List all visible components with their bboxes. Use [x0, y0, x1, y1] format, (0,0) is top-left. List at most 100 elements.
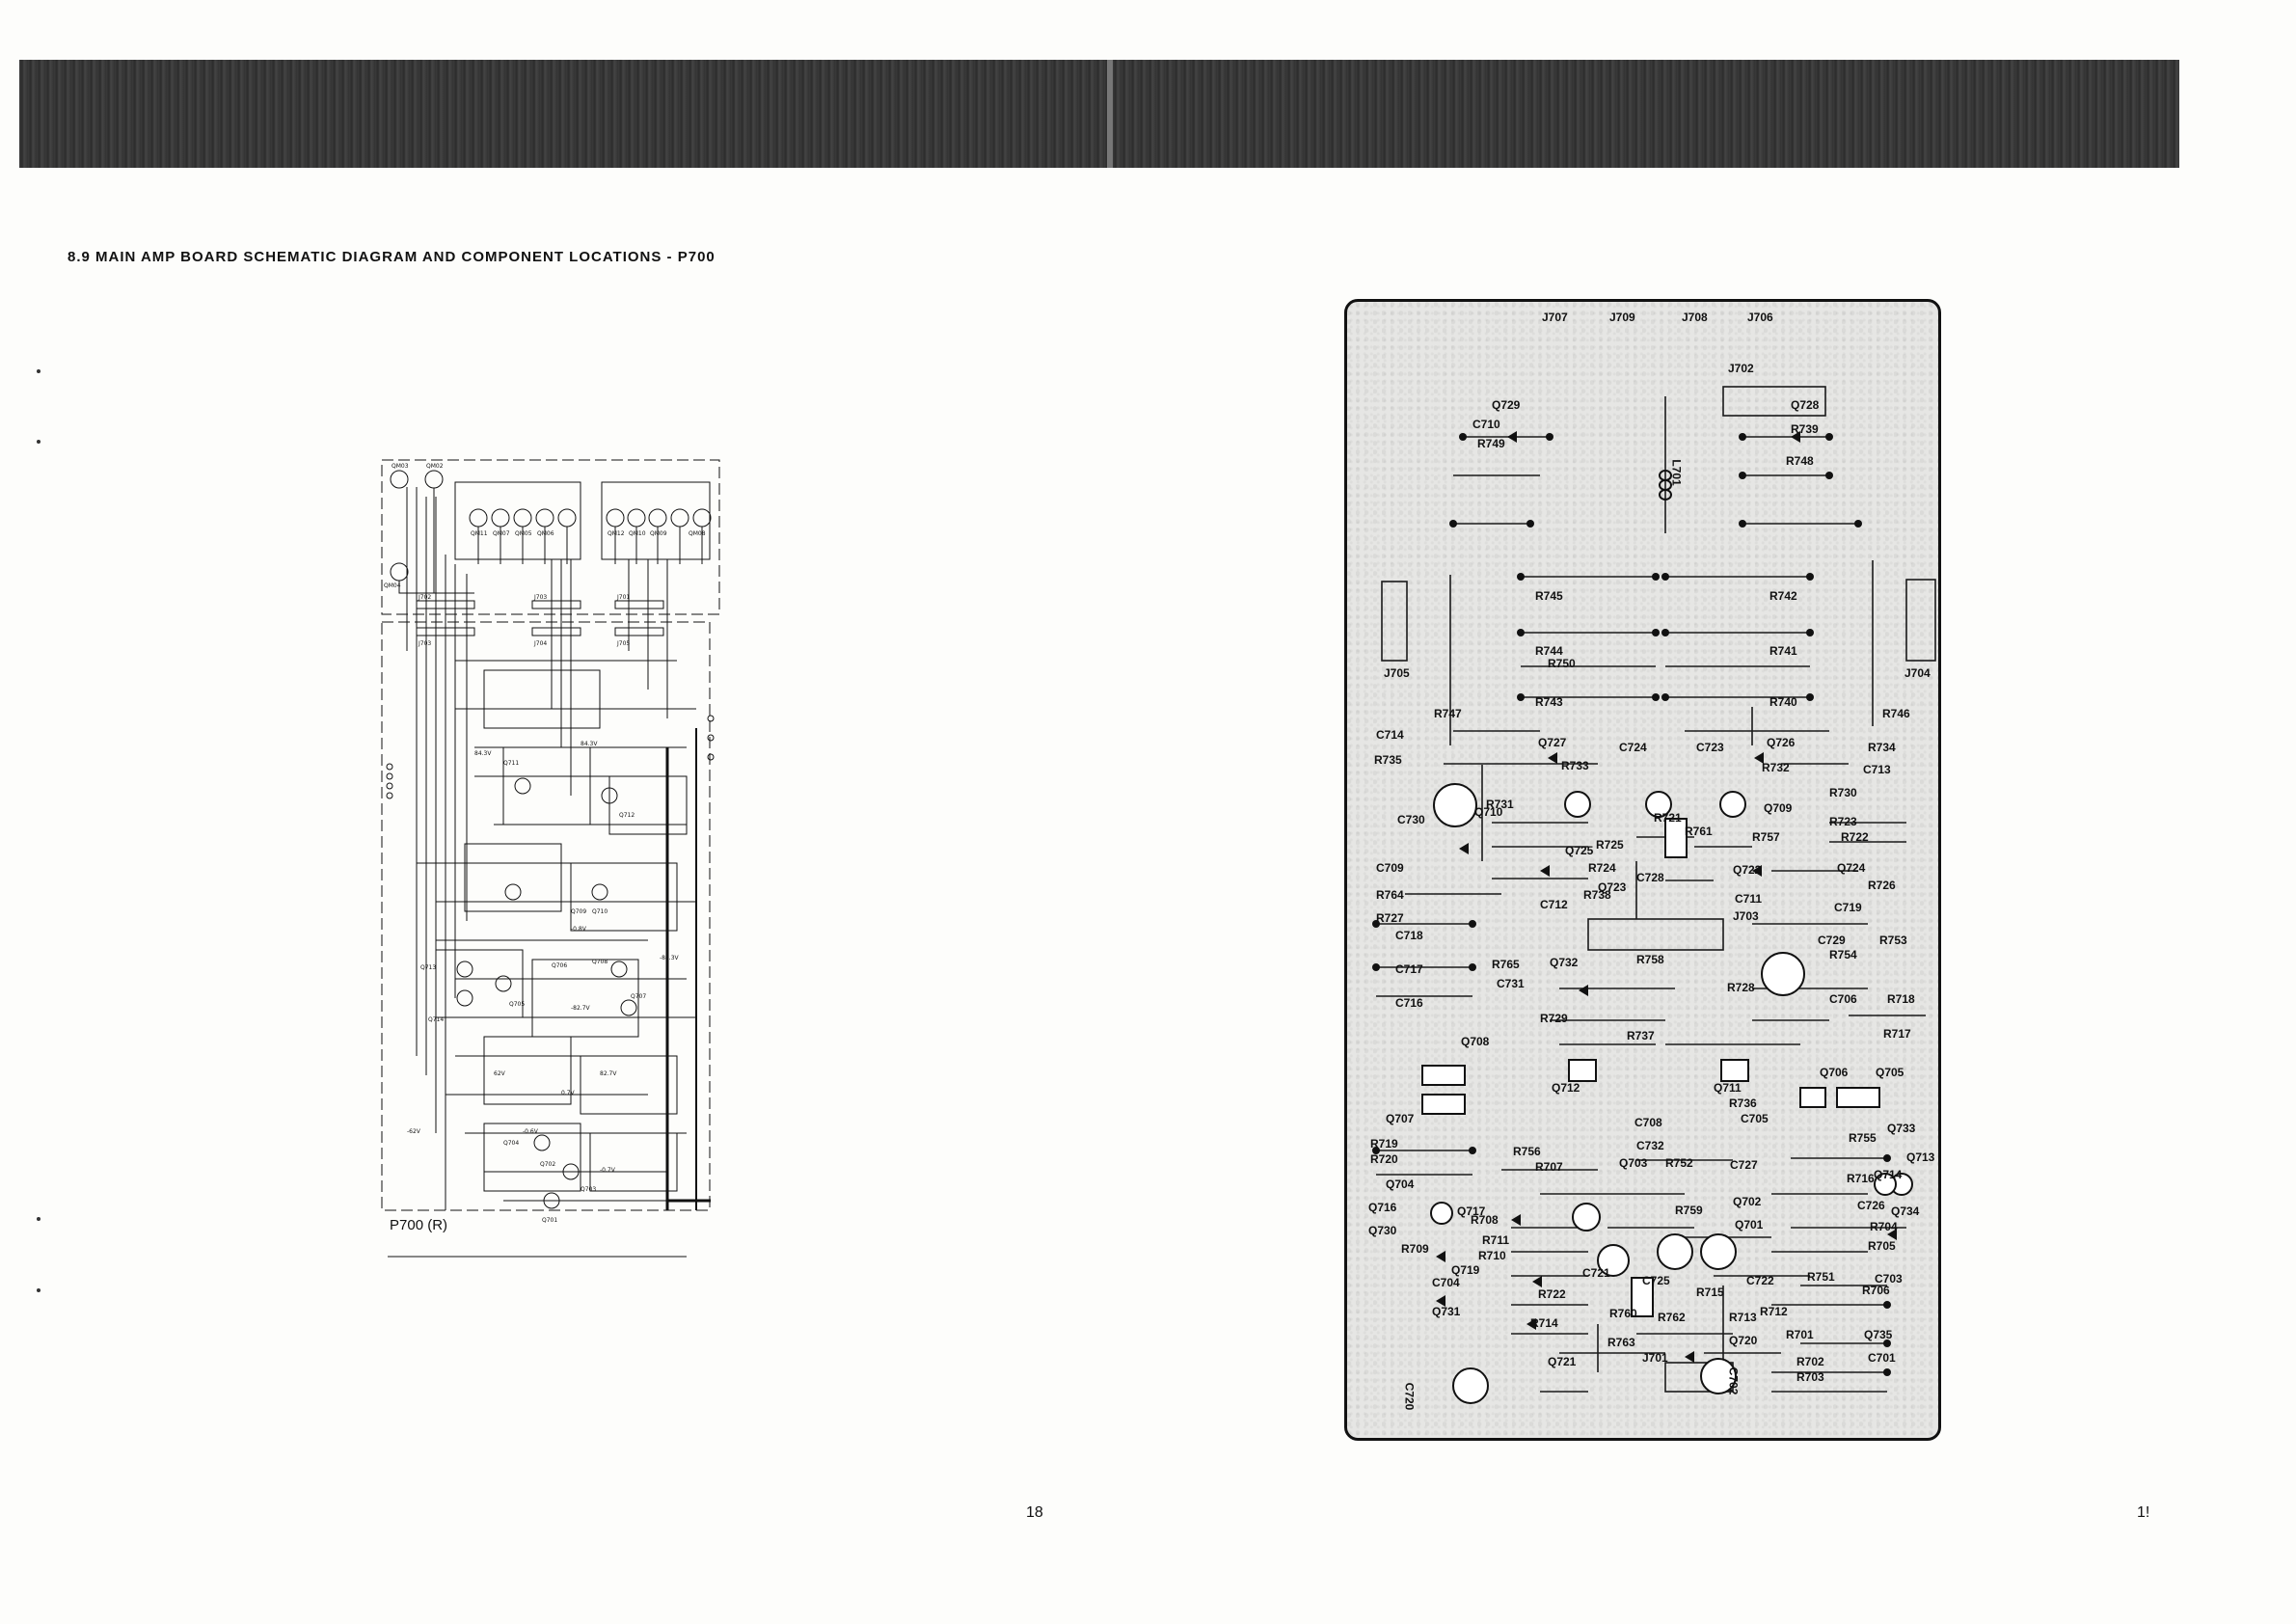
- component-label: Q735: [1864, 1328, 1893, 1341]
- component-label: C703: [1875, 1272, 1903, 1286]
- component-label: R706: [1862, 1284, 1890, 1297]
- component-label: R751: [1807, 1270, 1835, 1284]
- component-label: Q733: [1887, 1122, 1916, 1135]
- schem-label: Q709: [571, 908, 586, 915]
- jack-label: J709: [1609, 311, 1635, 324]
- component-label: R732: [1762, 761, 1790, 774]
- component-label: C729: [1818, 934, 1846, 947]
- schematic-diagram: QM03 QM02 QM04 QM11 QM07 QM05 QM06 QM12 …: [378, 458, 725, 1259]
- component-label: Q705: [1876, 1066, 1904, 1079]
- component-label: Q725: [1565, 844, 1594, 857]
- component-label: Q721: [1548, 1355, 1577, 1368]
- component-label: J703: [1733, 909, 1759, 923]
- schem-label: Q705: [509, 1001, 525, 1008]
- jack-label: J708: [1682, 311, 1708, 324]
- component-label: R748: [1786, 454, 1814, 468]
- component-label: R712: [1760, 1305, 1788, 1318]
- component-label: Q714: [1874, 1168, 1903, 1181]
- component-label: R718: [1887, 992, 1915, 1006]
- component-label: R707: [1535, 1160, 1563, 1174]
- component-label: C725: [1642, 1274, 1670, 1287]
- component-label: R757: [1752, 830, 1780, 844]
- schem-label: J705: [616, 640, 630, 647]
- component-label: Q722: [1733, 863, 1762, 877]
- component-label: R701: [1786, 1328, 1814, 1341]
- schem-label: J704: [533, 640, 547, 647]
- component-label: R735: [1374, 753, 1402, 767]
- component-label: Q713: [1906, 1150, 1935, 1164]
- component-label: R708: [1471, 1213, 1499, 1227]
- schem-label: Q706: [552, 962, 567, 969]
- schem-label: QM08: [689, 530, 706, 537]
- component-label: R747: [1434, 707, 1462, 720]
- component-label: Q727: [1538, 736, 1567, 749]
- component-label: R721: [1654, 811, 1682, 825]
- component-label: C702: [1726, 1367, 1741, 1395]
- schem-label: QM12: [608, 530, 625, 537]
- schem-label: QM03: [392, 463, 409, 470]
- component-label: R730: [1829, 786, 1857, 799]
- component-label: R758: [1636, 953, 1664, 966]
- margin-dot: [37, 1217, 41, 1221]
- component-label: C732: [1636, 1139, 1664, 1152]
- component-label: C718: [1395, 929, 1423, 942]
- component-label: R716: [1847, 1172, 1875, 1185]
- component-label: C727: [1730, 1158, 1758, 1172]
- component-label: C719: [1834, 901, 1862, 914]
- component-label: Q702: [1733, 1195, 1762, 1208]
- board-id-label: P700 (R): [390, 1217, 447, 1233]
- schem-label: 0.7V: [561, 1090, 576, 1096]
- component-label: R749: [1477, 437, 1505, 450]
- schem-label: -0.7V: [600, 1167, 616, 1174]
- component-label: R715: [1696, 1286, 1724, 1299]
- component-label: C726: [1857, 1199, 1885, 1212]
- component-label: C724: [1619, 741, 1647, 754]
- component-label: Q703: [1619, 1156, 1648, 1170]
- component-label: J702: [1728, 362, 1754, 375]
- component-label: C720: [1402, 1382, 1417, 1411]
- component-label: J704: [1904, 666, 1931, 680]
- component-label: Q730: [1368, 1224, 1397, 1237]
- component-label: R756: [1513, 1145, 1541, 1158]
- schem-label: J703: [418, 640, 431, 647]
- component-label: R723: [1829, 815, 1857, 828]
- component-label: C721: [1582, 1266, 1610, 1280]
- component-label: R750: [1548, 657, 1576, 670]
- component-label: Q729: [1492, 398, 1521, 412]
- schem-label: Q704: [503, 1140, 519, 1147]
- pcb-texture: [1347, 302, 1938, 1438]
- component-label: R744: [1535, 644, 1563, 658]
- component-label: Q724: [1837, 861, 1866, 875]
- component-label: C723: [1696, 741, 1724, 754]
- component-label: Q707: [1386, 1112, 1415, 1125]
- component-label: R703: [1796, 1370, 1824, 1384]
- schem-label: QM09: [650, 530, 667, 537]
- component-label: R722: [1538, 1287, 1566, 1301]
- schem-label: Q712: [619, 812, 635, 819]
- component-label: J705: [1384, 666, 1410, 680]
- schem-label: Q714: [428, 1016, 444, 1023]
- component-label: R743: [1535, 695, 1563, 709]
- component-label: R731: [1486, 798, 1514, 811]
- component-label: R763: [1607, 1336, 1635, 1349]
- component-label: R759: [1675, 1204, 1703, 1217]
- component-label: R739: [1791, 422, 1819, 436]
- schem-label: 62V: [494, 1070, 506, 1077]
- component-label: R761: [1685, 825, 1713, 838]
- component-label: R725: [1596, 838, 1624, 852]
- component-label: R736: [1729, 1096, 1757, 1110]
- component-label: C701: [1868, 1351, 1896, 1365]
- pcb-traces: [1372, 386, 1936, 1404]
- component-label: Q732: [1550, 956, 1579, 969]
- schem-label: Q708: [592, 959, 608, 965]
- component-label: R728: [1727, 981, 1755, 994]
- page-fold-gap: [1107, 60, 1113, 168]
- schem-label: Q711: [503, 760, 519, 767]
- section-title: 8.9 MAIN AMP BOARD SCHEMATIC DIAGRAM AND…: [68, 249, 716, 265]
- component-label: C716: [1395, 996, 1423, 1010]
- margin-dot: [37, 1288, 41, 1292]
- component-label: C706: [1829, 992, 1857, 1006]
- component-label: Q717: [1457, 1204, 1486, 1218]
- schem-label: Q710: [592, 908, 608, 915]
